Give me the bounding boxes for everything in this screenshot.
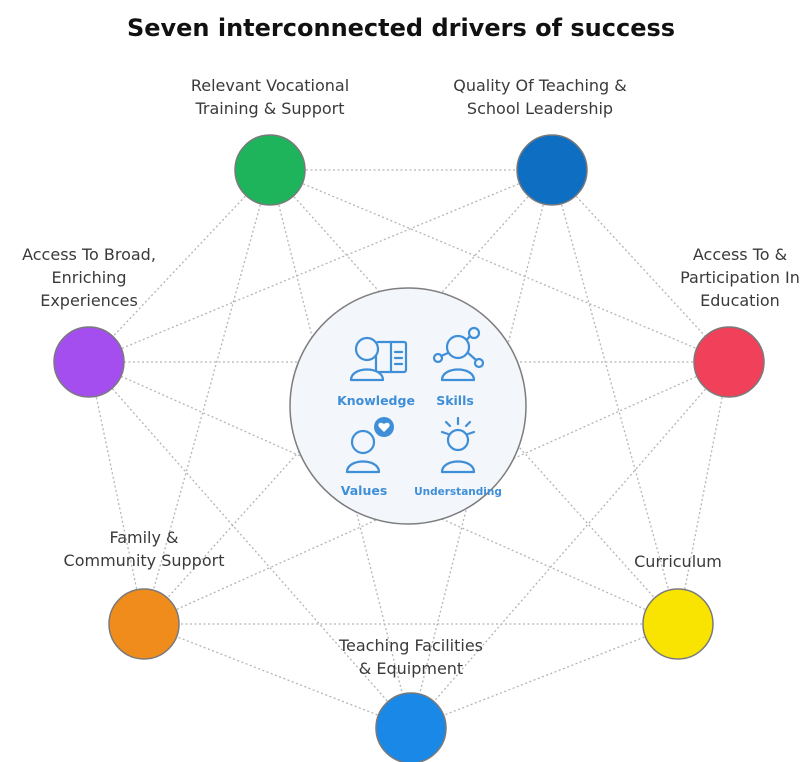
diagram-title: Seven interconnected drivers of success: [126, 14, 676, 42]
center-label-values: Values: [341, 483, 388, 498]
node-label-line: Quality Of Teaching &: [453, 76, 627, 95]
node-label-family: Family & Community Support: [64, 526, 225, 572]
connection-line: [88, 361, 412, 729]
connection-line: [269, 169, 412, 729]
connection-line: [143, 169, 271, 625]
node-curriculum: [642, 588, 714, 660]
driver-nodes: [53, 134, 765, 762]
connection-line: [88, 169, 271, 363]
connection-line: [88, 361, 679, 625]
node-label-line: Community Support: [63, 551, 225, 570]
node-label-participation: Access To & Participation In Education: [680, 243, 800, 312]
node-label-line: School Leadership: [466, 99, 614, 118]
connection-line: [410, 169, 553, 729]
node-label-line: Enriching: [51, 268, 127, 287]
node-facilities: [375, 692, 447, 762]
node-label-line: Training & Support: [195, 99, 345, 118]
node-label-line: Participation In: [680, 268, 800, 287]
values-icon: [345, 417, 394, 474]
node-label-line: Access To Broad,: [22, 245, 156, 264]
connection-line: [269, 169, 730, 363]
node-teaching: [516, 134, 588, 206]
node-label-line: Family &: [109, 528, 179, 547]
knowledge-icon: [349, 336, 408, 382]
node-label-line: & Equipment: [358, 659, 464, 678]
connection-line: [269, 169, 679, 625]
node-experiences: [53, 326, 125, 398]
node-label-line: Relevant Vocational: [190, 76, 350, 95]
connection-line: [677, 361, 730, 625]
connection-line: [410, 623, 679, 729]
center-label-understanding: Understanding: [414, 486, 502, 498]
node-label-line: Teaching Facilities: [338, 636, 484, 655]
node-label-line: Access To &: [692, 245, 788, 264]
skills-icon: [432, 326, 485, 382]
node-family: [108, 588, 180, 660]
center-hub: Knowledge Skills Values Understanding: [289, 287, 527, 525]
node-label-facilities: Teaching Facilities & Equipment: [339, 634, 483, 680]
connection-line: [551, 169, 679, 625]
connection-line: [143, 169, 553, 625]
node-label-line: Experiences: [40, 291, 138, 310]
understanding-icon: [440, 416, 476, 474]
center-label-skills: Skills: [436, 393, 474, 408]
node-vocational: [234, 134, 306, 206]
center-label-knowledge: Knowledge: [337, 393, 415, 408]
node-participation: [693, 326, 765, 398]
node-label-line: Curriculum: [634, 552, 722, 571]
node-label-curriculum: Curriculum: [634, 550, 722, 573]
connection-line: [88, 361, 145, 625]
connection-line: [551, 169, 730, 363]
node-label-teaching: Quality Of Teaching & School Leadership: [453, 74, 627, 120]
node-label-line: Education: [700, 291, 780, 310]
connection-line: [143, 623, 412, 729]
